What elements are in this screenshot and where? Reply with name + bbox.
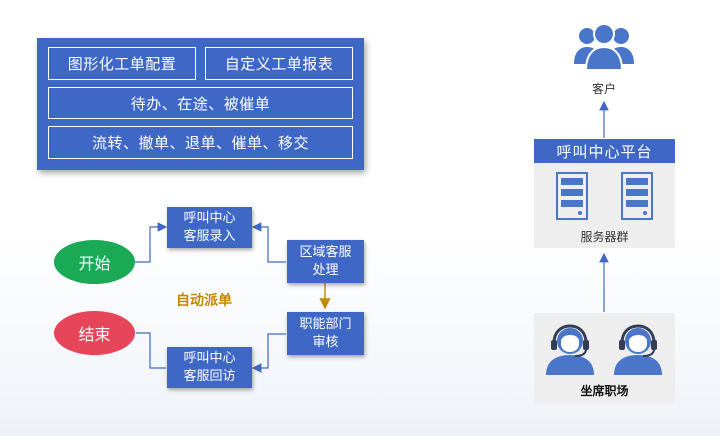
arrow-dept-to-revisit <box>251 333 286 373</box>
arrow-start-to-intake <box>135 222 168 263</box>
feature-operations: 流转、撤单、退单、催单、移交 <box>48 126 353 159</box>
intake-line-2: 客服录入 <box>183 228 236 244</box>
regional-service-box: 区域客服 处理 <box>287 240 364 283</box>
customer-label: 客户 <box>591 82 616 96</box>
call-center-revisit-box: 呼叫中心 客服回访 <box>167 347 252 388</box>
region-line-2: 处理 <box>312 262 339 278</box>
end-node: 结束 <box>54 311 135 355</box>
agents-label: 坐席职场 <box>580 384 629 398</box>
agent-headset-icon <box>610 323 666 375</box>
server-icon <box>621 172 653 220</box>
platform-header: 呼叫中心平台 <box>534 139 675 163</box>
department-review-box: 职能部门 审核 <box>287 312 364 355</box>
dept-line-1: 职能部门 <box>299 316 352 332</box>
call-center-intake-box: 呼叫中心 客服录入 <box>167 207 252 248</box>
server-icon <box>556 172 588 220</box>
feature-graphic-config: 图形化工单配置 <box>48 47 196 80</box>
arrow-revisit-to-end <box>136 332 166 369</box>
server-cluster-label: 服务器群 <box>580 230 629 244</box>
feature-panel <box>37 38 364 170</box>
feature-custom-report: 自定义工单报表 <box>205 47 353 80</box>
dept-line-2: 审核 <box>312 334 339 350</box>
intake-line-1: 呼叫中心 <box>183 210 236 226</box>
revisit-line-2: 客服回访 <box>183 368 236 384</box>
region-line-1: 区域客服 <box>299 244 352 260</box>
customer-group-icon <box>572 20 636 74</box>
auto-dispatch-label: 自动派单 <box>176 293 232 309</box>
revisit-line-1: 呼叫中心 <box>183 350 236 366</box>
feature-todo-status: 待办、在途、被催单 <box>48 87 353 119</box>
agent-headset-icon <box>542 323 598 375</box>
arrow-region-to-intake <box>251 222 286 263</box>
start-node: 开始 <box>54 240 135 284</box>
